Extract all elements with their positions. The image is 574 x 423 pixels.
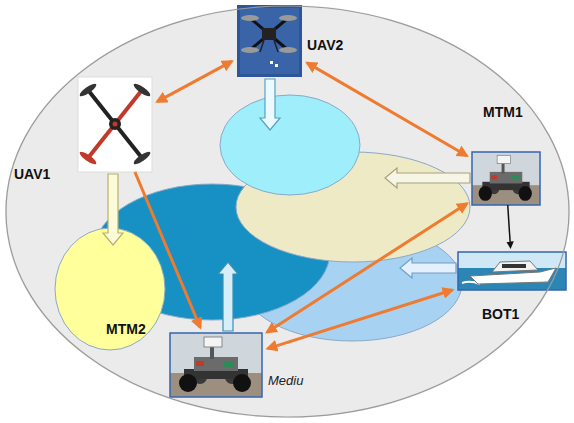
drone-propeller (132, 82, 152, 98)
sensing-arrow (385, 168, 470, 188)
drone-propeller (241, 15, 259, 21)
boat-node: BOT1 (458, 252, 566, 290)
rover-photo (472, 152, 540, 205)
drone-photo (78, 77, 152, 172)
environment-outline (5, 5, 570, 418)
sensing-arrow (218, 262, 238, 331)
link-arrow (135, 172, 200, 327)
link-arrow (307, 63, 467, 156)
drone-leg (260, 40, 264, 52)
drone-leg (274, 40, 278, 52)
robot-label: MTM2 (106, 321, 146, 337)
drone-light (270, 61, 273, 64)
rover-node: MTM1 (472, 152, 540, 205)
drone-arm (88, 90, 142, 158)
robot-label: BOT1 (482, 306, 519, 322)
link-arrow (157, 61, 231, 101)
sensing-arrow (260, 79, 280, 130)
drone-arm (88, 90, 142, 158)
boat-cabin (492, 261, 538, 272)
drone-propeller (78, 150, 98, 166)
environment-label: Mediu (268, 374, 303, 389)
photo-frame (170, 333, 262, 397)
rover-photo (170, 333, 262, 397)
link-arrow (268, 290, 453, 349)
uav-node: UAV1 (78, 77, 152, 172)
drone-body (262, 28, 276, 40)
drone-propeller (78, 82, 98, 98)
drone-photo (237, 5, 302, 77)
photo-frame (458, 252, 566, 290)
coverage-ellipse (55, 228, 165, 350)
drone-light (275, 64, 278, 67)
drone-propeller (279, 15, 297, 21)
drone-propeller (132, 150, 152, 166)
environment-ellipse: MediuUAV2UAV1MTM1BOT1MTM2 (5, 5, 570, 418)
boat-window (502, 264, 526, 268)
sensing-arrow (103, 174, 123, 245)
link-arrow (508, 205, 511, 246)
uav-node: UAV2 (237, 5, 302, 77)
photo-frame (472, 152, 540, 205)
drone-propeller (279, 47, 297, 53)
robot-label: MTM1 (483, 104, 523, 120)
boat-photo-sky (458, 252, 566, 270)
drone-photo-sky (240, 8, 299, 74)
link-arrow (267, 204, 467, 333)
robot-label: UAV1 (14, 166, 50, 182)
drone-propeller (241, 47, 259, 53)
environment-border (6, 6, 569, 417)
drone-body (113, 122, 118, 127)
coverage-ellipse (220, 95, 360, 195)
robot-label: UAV2 (307, 37, 343, 53)
rover-node: MTM2 (170, 333, 262, 397)
environment-ground (5, 5, 570, 418)
sensing-arrow (400, 258, 456, 278)
drone-body (109, 118, 121, 130)
